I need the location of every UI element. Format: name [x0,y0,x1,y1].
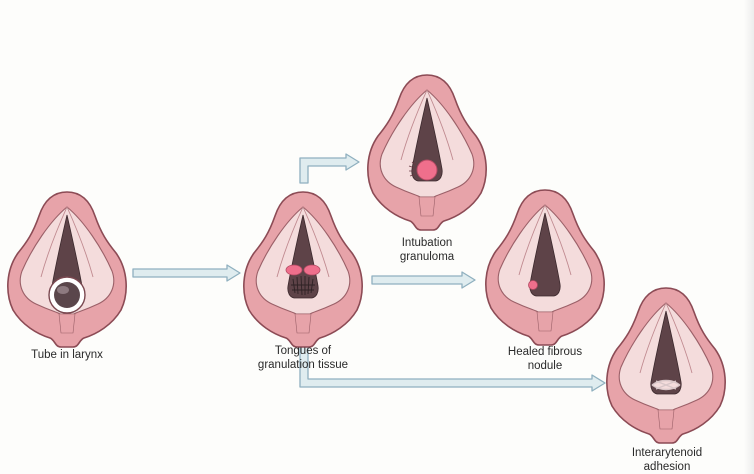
larynx-healed-fibrous-nodule [486,190,604,345]
label-intubation-granuloma: Intubation granuloma [387,236,467,264]
arrow-tube-to-granulation [133,265,240,281]
granuloma-lesion [417,160,437,180]
granulation-tongue-left [286,265,302,275]
label-adhesion-line2: adhesion [622,460,712,474]
larynx-granulation-tissue [244,192,362,347]
label-nodule-line1: Healed fibrous [500,345,590,359]
label-tube-in-larynx: Tube in larynx [22,348,112,362]
larynx-tube-in-larynx [8,192,126,347]
label-granulation-line2: granulation tissue [253,358,353,372]
fibrous-nodule [529,281,538,290]
granulation-tongue-right [304,265,320,275]
page-edge [744,0,754,474]
arrow-to-granuloma [300,154,359,183]
label-granuloma-line2: granuloma [387,250,467,264]
label-nodule-line2: nodule [500,359,590,373]
label-tube-in-larynx-text: Tube in larynx [31,349,103,361]
arrow-to-nodule [372,272,475,288]
label-healed-fibrous-nodule: Healed fibrous nodule [500,345,590,373]
label-granulation-line1: Tongues of [253,344,353,358]
larynx-intubation-granuloma [368,75,486,230]
adhesion-band [652,381,680,390]
label-interarytenoid-adhesion: Interarytenoid adhesion [622,446,712,474]
label-granuloma-line1: Intubation [387,236,467,250]
label-adhesion-line1: Interarytenoid [622,446,712,460]
larynx-interarytenoid-adhesion [607,288,725,443]
label-granulation-tissue: Tongues of granulation tissue [253,344,353,372]
